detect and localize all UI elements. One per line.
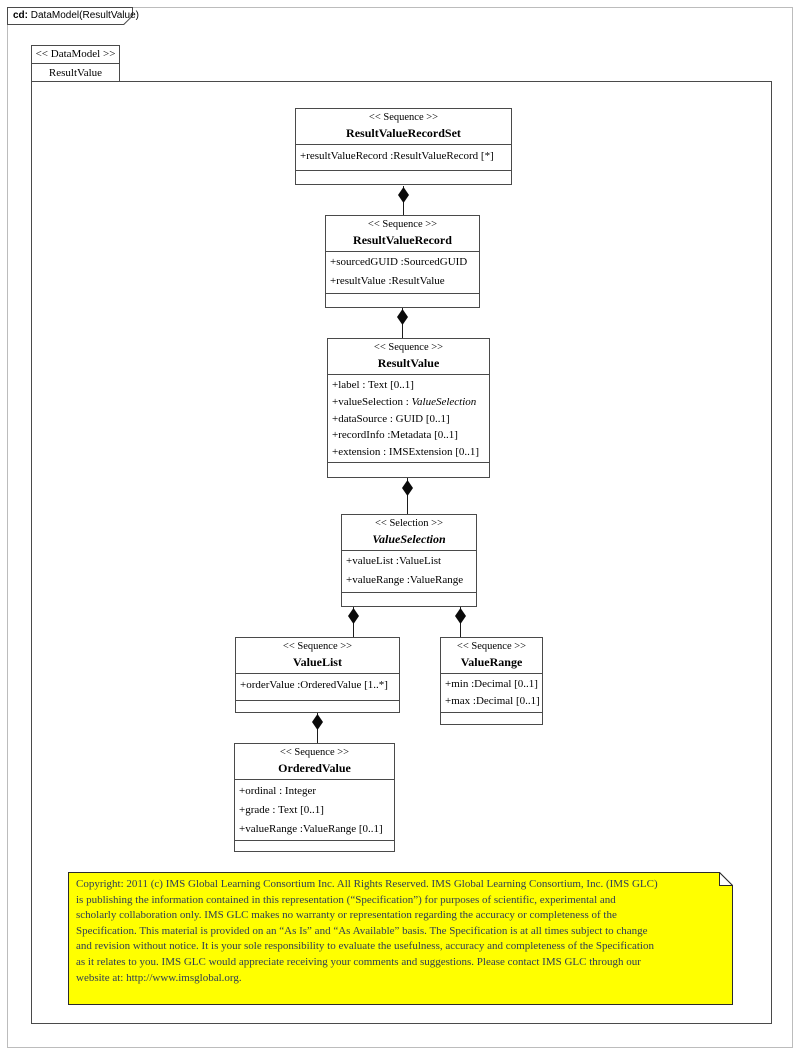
class-name: ResultValueRecord [353,233,452,247]
class-attribute: +valueSelection : ValueSelection [332,395,477,408]
composition-diamond-icon [398,187,409,203]
class-stereotype: << Sequence >> [456,641,527,652]
operations-compartment [235,840,394,851]
class-ordered-value: << Sequence >> OrderedValue +ordinal : I… [234,743,395,852]
copyright-note: Copyright: 2011 (c) IMS Global Learning … [68,871,734,1005]
class-attributes: +resultValueRecord :ResultValueRecord [*… [296,144,511,170]
class-attribute: +extension : IMSExtension [0..1] [332,446,480,459]
class-attribute: +resultValue :ResultValue [330,275,445,287]
composition-diamond-icon [397,309,408,325]
class-attribute: +dataSource : GUID [0..1] [332,412,450,425]
composition-diamond-icon [312,714,323,730]
class-attributes: +ordinal : Integer +grade : Text [0..1] … [235,779,394,840]
composition-diamond-icon [402,480,413,496]
copyright-line: scholarly collaboration only. IMS GLC ma… [76,909,617,922]
class-attribute: +recordInfo :Metadata [0..1] [332,429,458,442]
class-name: ResultValue [377,356,440,370]
class-stereotype: << Sequence >> [368,112,439,123]
page-border [7,7,793,1048]
operations-compartment [342,592,476,606]
copyright-line: and revision without notice. It is your … [76,940,654,953]
composition-diamond-icon [455,608,466,624]
class-title: << Selection >> ValueSelection [342,515,476,550]
note-fold-icon [719,871,734,886]
class-title: << Sequence >> ResultValueRecordSet [296,109,511,144]
diagram-type-prefix: cd: [13,10,28,21]
class-attribute: +valueList :ValueList [346,555,442,567]
class-name: ValueSelection [372,532,446,546]
class-stereotype: << Selection >> [374,518,443,529]
class-title: << Sequence >> ResultValue [328,339,489,374]
class-name: ResultValueRecordSet [346,126,461,140]
class-attribute: +min :Decimal [0..1] [445,678,538,690]
composition-line-resultvalue-valueselection [407,478,408,514]
class-attributes: +orderValue :OrderedValue [1..*] [236,673,399,700]
class-attributes: +valueList :ValueList +valueRange :Value… [342,550,476,592]
class-result-value: << Sequence >> ResultValue +label : Text… [327,338,490,478]
diagram-tab-fill [8,8,132,24]
diagram-tab [7,7,133,25]
class-value-list: << Sequence >> ValueList +orderValue :Or… [235,637,400,713]
copyright-line: is publishing the information contained … [76,893,616,906]
class-attribute: +max :Decimal [0..1] [445,695,540,707]
operations-compartment [296,170,511,184]
class-attribute: +grade : Text [0..1] [239,804,324,816]
class-name: OrderedValue [278,761,351,775]
class-attributes: +min :Decimal [0..1] +max :Decimal [0..1… [441,673,542,712]
diagram-title: DataModel(ResultValue) [28,10,139,21]
class-attribute: +valueRange :ValueRange [0..1] [239,823,383,835]
class-result-value-record-set: << Sequence >> ResultValueRecordSet +res… [295,108,512,185]
frame-label: << DataModel >> ResultValue [31,45,120,82]
class-result-value-record: << Sequence >> ResultValueRecord +source… [325,215,480,308]
class-title: << Sequence >> ValueRange [441,638,542,673]
diagram-tab-label: cd: DataModel(ResultValue) [13,9,139,23]
frame-stereotype: << DataModel >> [32,46,119,64]
class-name: ValueList [293,655,342,669]
class-title: << Sequence >> OrderedValue [235,744,394,779]
class-stereotype: << Sequence >> [282,641,353,652]
copyright-line: website at: http://www.imsglobal.org. [76,971,242,984]
class-attribute: +valueRange :ValueRange [346,574,464,586]
operations-compartment [236,700,399,712]
class-attribute: +orderValue :OrderedValue [1..*] [240,679,388,691]
class-attribute: +sourcedGUID :SourcedGUID [330,256,468,268]
class-attribute: +resultValueRecord :ResultValueRecord [*… [300,150,494,162]
class-stereotype: << Sequence >> [373,342,444,353]
class-attributes: +label : Text [0..1] +valueSelection : V… [328,374,489,462]
class-value-selection: << Selection >> ValueSelection +valueLis… [341,514,477,607]
copyright-line: Specification. This material is provided… [76,924,648,937]
class-stereotype: << Sequence >> [367,219,438,230]
frame-name: ResultValue [48,67,103,79]
class-attributes: +sourcedGUID :SourcedGUID +resultValue :… [326,251,479,293]
copyright-text: Copyright: 2011 (c) IMS Global Learning … [76,877,724,986]
note-shape [68,871,734,1005]
operations-compartment [326,293,479,307]
class-title: << Sequence >> ValueList [236,638,399,673]
class-attribute: +ordinal : Integer [239,785,317,797]
class-title: << Sequence >> ResultValueRecord [326,216,479,251]
class-name: ValueRange [460,655,523,669]
copyright-line: Copyright: 2011 (c) IMS Global Learning … [76,878,658,890]
copyright-line: as it relates to you. IMS GLC would appr… [76,955,641,968]
composition-diamond-icon [348,608,359,624]
class-value-range: << Sequence >> ValueRange +min :Decimal … [440,637,543,725]
class-stereotype: << Sequence >> [279,747,350,758]
operations-compartment [441,712,542,724]
operations-compartment [328,462,489,477]
class-attribute: +label : Text [0..1] [332,379,414,391]
